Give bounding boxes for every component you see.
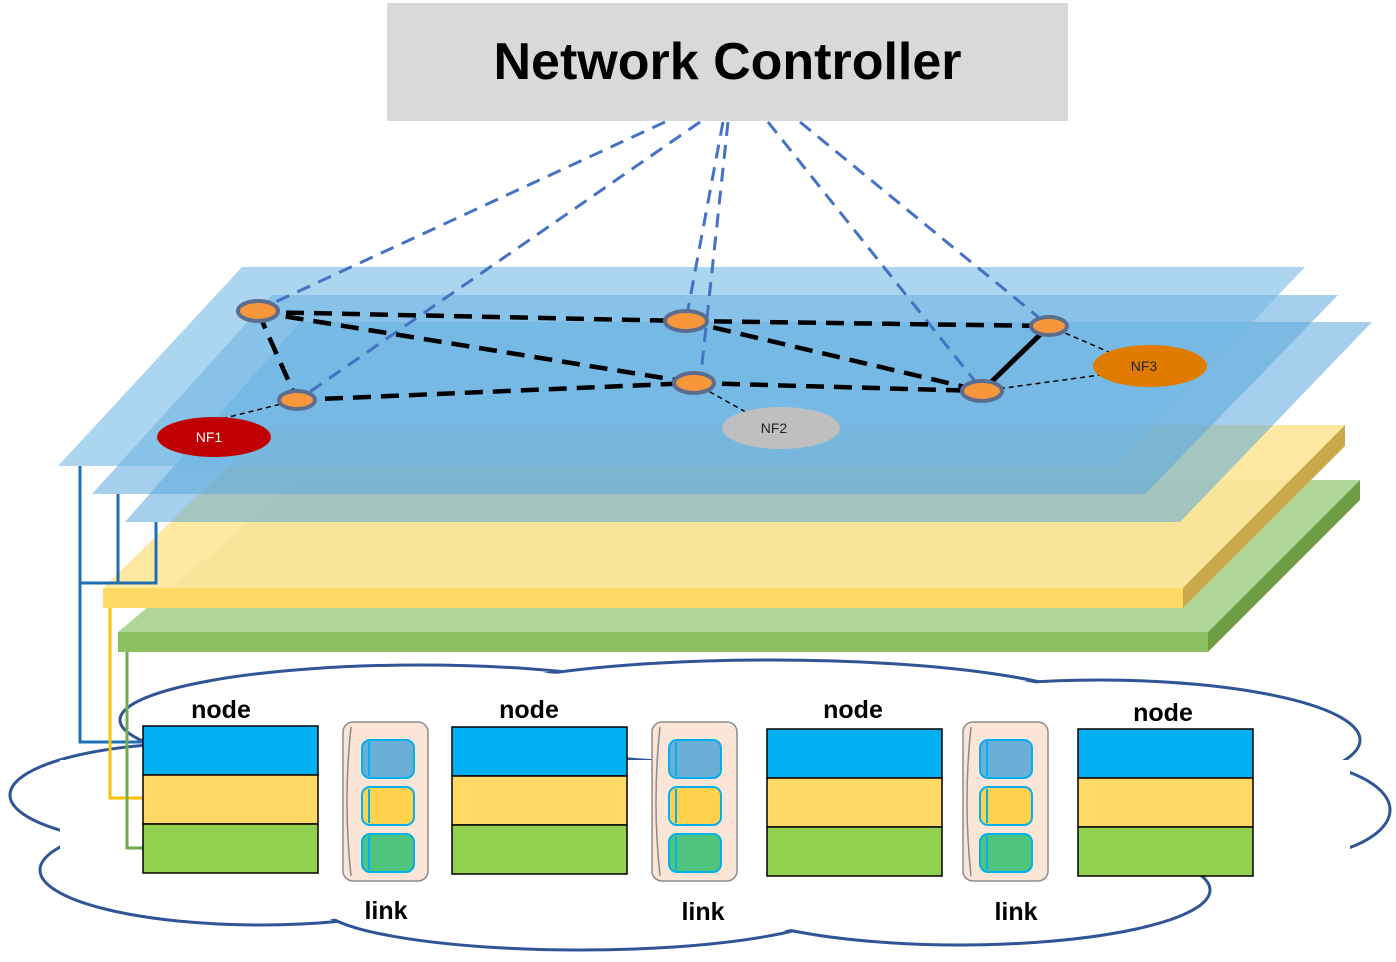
physical-node xyxy=(766,728,943,877)
virtual-link-solid xyxy=(980,324,1051,393)
link-label: link xyxy=(681,898,724,926)
nf2: NF2 xyxy=(722,407,840,449)
node-label: node xyxy=(499,696,559,724)
virtual-links xyxy=(255,309,1050,403)
physical-link xyxy=(342,721,429,882)
slice-mapping-lines xyxy=(78,466,158,850)
switch-node xyxy=(1029,315,1069,337)
node-label: node xyxy=(1133,699,1193,727)
physical-node xyxy=(451,726,628,875)
physical-link xyxy=(651,721,738,882)
switch-node xyxy=(236,299,280,323)
node-label: node xyxy=(823,696,883,724)
switch-node xyxy=(663,309,709,333)
network-controller-label: Network Controller xyxy=(493,33,962,91)
network-controller-box: Network Controller xyxy=(387,3,1068,121)
virtual-switches xyxy=(236,299,1069,411)
physical-link xyxy=(962,721,1049,882)
switch-node xyxy=(277,389,317,411)
nf1: NF1 xyxy=(157,417,271,457)
nf1-label: NF1 xyxy=(196,429,223,445)
nf3-label: NF3 xyxy=(1131,358,1158,374)
physical-node xyxy=(1077,728,1254,877)
switch-node xyxy=(960,379,1004,403)
node-label: node xyxy=(191,696,251,724)
link-label: link xyxy=(364,897,407,925)
link-label: link xyxy=(994,898,1037,926)
controller-links xyxy=(257,120,1049,402)
physical-node xyxy=(142,725,319,874)
nf3: NF3 xyxy=(1093,345,1207,387)
nf2-label: NF2 xyxy=(761,420,788,436)
switch-node xyxy=(672,371,716,395)
